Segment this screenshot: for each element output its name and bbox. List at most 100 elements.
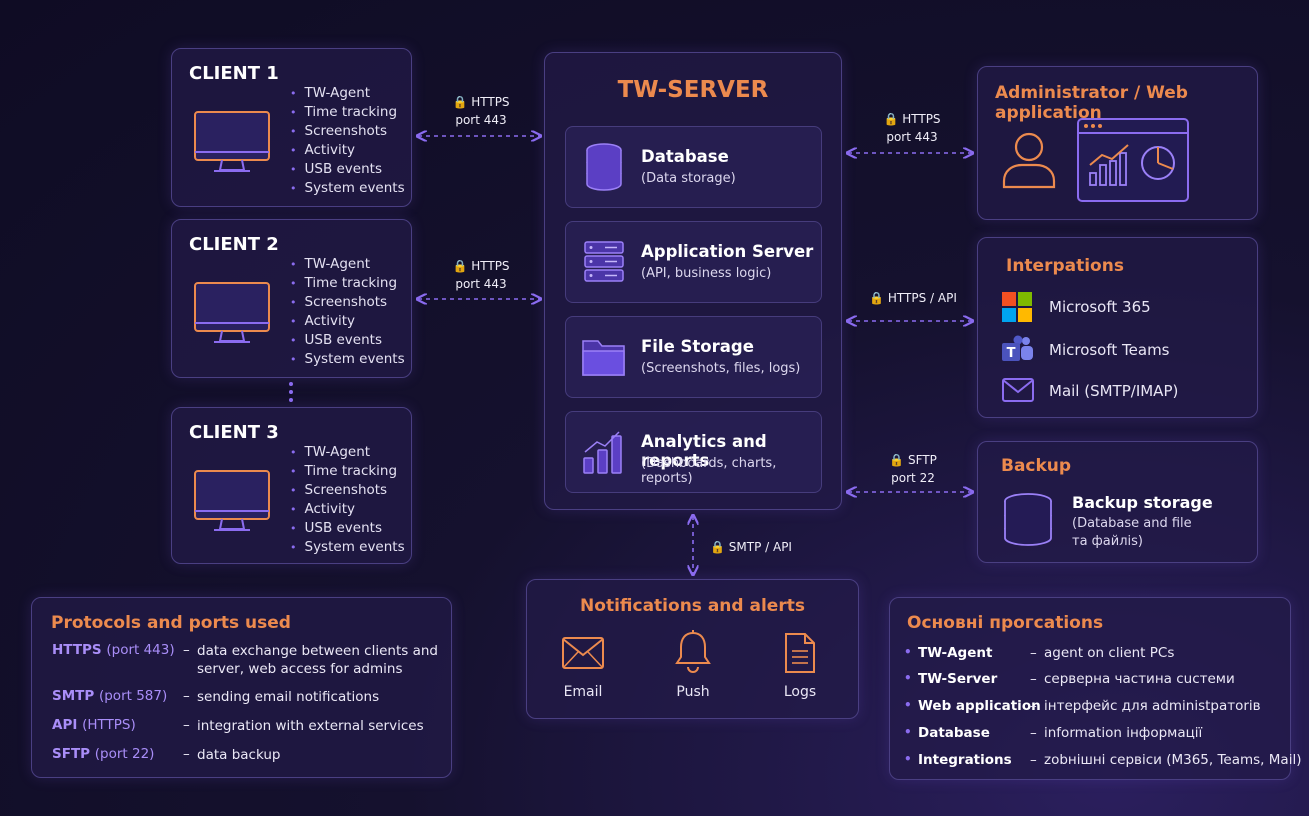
client1-connection-label: 🔒 HTTPS port 443 (441, 93, 521, 129)
protocol-detail: (port 22) (94, 746, 155, 762)
service-subtitle: (API, business logic) (641, 266, 772, 281)
protocol-label: HTTPS (471, 259, 510, 273)
dash: – (183, 642, 190, 658)
dash: – (1030, 645, 1037, 661)
dash: – (183, 746, 190, 762)
protocol-desc: integration with external services (197, 718, 424, 734)
client-card-2: CLIENT 2 TW-Agent Time tracking Screensh… (171, 219, 412, 378)
glossary-term: Web application (904, 698, 1041, 714)
client-feature-list: TW-Agent Time tracking Screenshots Activ… (290, 255, 405, 369)
service-subtitle: (Data storage) (641, 171, 736, 186)
bell-icon (675, 630, 711, 673)
service-subtitle: (Dashboards, charts, reports) (641, 456, 777, 486)
list-item: System events (290, 538, 405, 557)
notifications-title: Notifications and alerts (580, 596, 805, 616)
monitor-icon (194, 470, 270, 531)
client-title: CLIENT 2 (189, 234, 279, 255)
lock-icon: 🔒 (869, 291, 885, 305)
admin-connection-label: 🔒 HTTPS port 443 (872, 110, 952, 146)
client-card-3: CLIENT 3 TW-Agent Time tracking Screensh… (171, 407, 412, 564)
protocols-title: Protocols and ports used (51, 613, 291, 633)
dash: – (1030, 725, 1037, 741)
folder-icon (582, 340, 625, 376)
protocol-label: HTTPS / API (887, 291, 957, 305)
list-item: Activity (290, 500, 405, 519)
list-item: USB events (290, 160, 405, 179)
dash: – (1030, 698, 1037, 714)
notification-label: Logs (783, 684, 817, 700)
dash: – (1030, 752, 1037, 768)
integration-item: Mail (SMTP/IMAP) (1049, 382, 1179, 400)
notifications-card: Notifications and alerts Email Push Logs (526, 579, 859, 719)
client2-connection-label: 🔒 HTTPS port 443 (441, 257, 521, 293)
service-subtitle: (Screenshots, files, logs) (641, 361, 801, 376)
client-title: CLIENT 3 (189, 422, 279, 443)
list-item: System events (290, 179, 405, 198)
lock-icon: 🔒 (452, 259, 468, 273)
protocol-name: API (52, 717, 78, 733)
list-item: Time tracking (290, 462, 405, 481)
service-title: Database (641, 147, 729, 166)
service-database: Database (Data storage) (565, 126, 822, 208)
glossary-term: Integrations (904, 752, 1012, 768)
protocol-detail: (port 443) (106, 642, 175, 658)
port-label: port 443 (886, 130, 938, 144)
protocol-desc: data backup (197, 747, 281, 763)
list-item: Time tracking (290, 103, 405, 122)
protocol-label: SMTP / API (728, 540, 792, 554)
dash: – (183, 717, 190, 733)
integration-item: Microsoft Teams (1049, 341, 1170, 359)
backup-title: Backup (1001, 456, 1072, 476)
protocol-desc: sending email notifications (197, 689, 380, 705)
protocol-name: HTTPS (52, 642, 102, 658)
teams-icon: T (1002, 335, 1033, 361)
list-item: Activity (290, 141, 405, 160)
svg-text:T: T (1007, 346, 1016, 361)
protocol-detail: (port 587) (98, 688, 168, 704)
service-title: Analytics and reports (641, 432, 767, 470)
glossary-desc: zobнішні сервіси (M365, Teams, Mail) (1044, 752, 1302, 768)
protocol-name: SFTP (52, 746, 91, 762)
integrations-title: Interpations (1006, 256, 1124, 276)
protocol-desc: data exchange between clients and server… (197, 643, 438, 677)
protocols-card: Protocols and ports used HTTPS (port 443… (31, 597, 452, 778)
list-item: Activity (290, 312, 405, 331)
list-item: System events (290, 350, 405, 369)
service-application-server: Application Server (API, business logic) (565, 221, 822, 303)
monitor-icon (194, 111, 270, 172)
user-icon (1002, 132, 1056, 189)
glossary-title: Основні прогcations (907, 613, 1104, 633)
notifications-connection-label: 🔒 SMTP / API (710, 538, 810, 556)
backup-storage-subtitle: (Database and file (1072, 516, 1192, 531)
client-title: CLIENT 1 (189, 63, 279, 84)
admin-title: Administrator / Web application (995, 83, 1188, 123)
list-item: Screenshots (290, 481, 405, 500)
service-title: Application Server (641, 242, 814, 261)
backup-storage-subtitle: та файлis) (1072, 534, 1143, 549)
service-file-storage: File Storage (Screenshots, files, logs) (565, 316, 822, 398)
lock-icon: 🔒 (889, 453, 905, 467)
protocol-label: HTTPS (471, 95, 510, 109)
integrations-connection-label: 🔒 HTTPS / API (858, 289, 968, 307)
list-item: Screenshots (290, 293, 405, 312)
microsoft-365-icon (1002, 292, 1032, 322)
ellipsis-dots (289, 382, 293, 402)
port-label: port 22 (891, 471, 935, 485)
list-item: TW-Agent (290, 443, 405, 462)
glossary-desc: серверна частина cuстеми (1044, 671, 1235, 687)
integrations-card: Interpations Microsoft 365 T Microsoft T… (977, 237, 1258, 418)
service-analytics: Analytics and reports (Dashboards, chart… (565, 411, 822, 493)
lock-icon: 🔒 (883, 112, 899, 126)
glossary-card: Основні прогcations TW-Agent – agent on … (889, 597, 1301, 780)
port-label: port 443 (455, 113, 507, 127)
list-item: USB events (290, 519, 405, 538)
server-icon (584, 241, 624, 282)
glossary-desc: agent on client PCs (1044, 645, 1175, 661)
protocol-label: SFTP (907, 453, 937, 467)
protocol-label: HTTPS (902, 112, 941, 126)
list-item: Screenshots (290, 122, 405, 141)
dashboard-window-icon (1077, 118, 1189, 202)
notification-label: Email (563, 684, 603, 700)
tw-server-card: TW-SERVER Database (Data storage) Applic… (544, 52, 842, 510)
